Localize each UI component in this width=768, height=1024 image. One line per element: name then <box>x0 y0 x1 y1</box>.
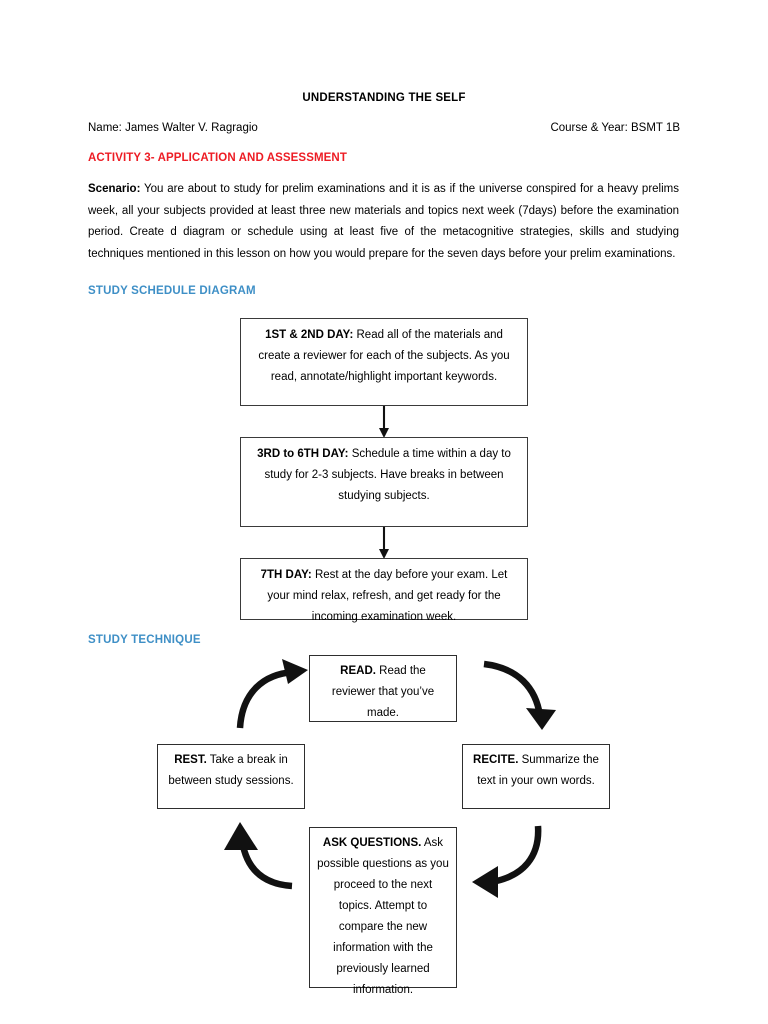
course-and-year: Course & Year: BSMT 1B <box>550 122 680 134</box>
curved-arrow-down-right-icon <box>483 660 556 730</box>
technique-box-rest: REST. Take a break in between study sess… <box>157 744 305 809</box>
scenario-body: You are about to study for prelim examin… <box>88 183 679 260</box>
schedule-box-body: Schedule a time within a day to study fo… <box>264 448 511 502</box>
schedule-box-body: Read all of the materials and create a r… <box>258 329 510 383</box>
schedule-box-lead: 7TH DAY: <box>260 569 312 581</box>
technique-box-body: Summarize the text in your own words. <box>477 754 599 787</box>
schedule-box-day-3-6: 3RD to 6TH DAY: Schedule a time within a… <box>240 437 528 527</box>
technique-box-body: Take a break in between study sessions. <box>168 754 294 787</box>
schedule-box-day-1-2: 1ST & 2ND DAY: Read all of the materials… <box>240 318 528 406</box>
page-title: UNDERSTANDING THE SELF <box>302 92 466 104</box>
technique-box-body: Ask possible questions as you proceed to… <box>317 837 449 996</box>
schedule-box-lead: 3RD to 6TH DAY: <box>257 448 349 460</box>
activity-heading: ACTIVITY 3- APPLICATION AND ASSESSMENT <box>88 152 347 164</box>
technique-box-ask-questions: ASK QUESTIONS. Ask possible questions as… <box>309 827 457 996</box>
schedule-box-day-7: 7TH DAY: Rest at the day before your exa… <box>240 558 528 623</box>
curved-arrow-up-left-icon <box>224 822 293 890</box>
technique-box-lead: REST. <box>174 754 207 766</box>
section-heading-study-technique: STUDY TECHNIQUE <box>88 634 201 646</box>
curved-arrow-down-left-icon <box>472 825 542 898</box>
technique-box-recite: RECITE. Summarize the text in your own w… <box>462 744 610 809</box>
schedule-box-lead: 1ST & 2ND DAY: <box>265 329 354 341</box>
scenario-paragraph: Scenario: You are about to study for pre… <box>88 179 679 265</box>
student-meta-row: Name: James Walter V. Ragragio Course & … <box>88 122 680 134</box>
technique-box-lead: RECITE. <box>473 754 519 766</box>
curved-arrow-up-right-icon <box>236 659 308 729</box>
down-arrow-icon <box>379 406 389 438</box>
technique-box-body: Read the reviewer that you’ve made. <box>331 665 435 719</box>
schedule-box-body: Rest at the day before your exam. Let yo… <box>267 569 508 623</box>
student-name: Name: James Walter V. Ragragio <box>88 122 258 134</box>
down-arrow-icon <box>379 527 389 559</box>
section-heading-study-schedule: STUDY SCHEDULE DIAGRAM <box>88 285 256 297</box>
technique-box-read: READ. Read the reviewer that you’ve made… <box>309 655 457 722</box>
technique-box-lead: ASK QUESTIONS. <box>322 837 422 849</box>
scenario-label: Scenario: <box>88 183 141 195</box>
technique-box-lead: READ. <box>340 665 376 677</box>
